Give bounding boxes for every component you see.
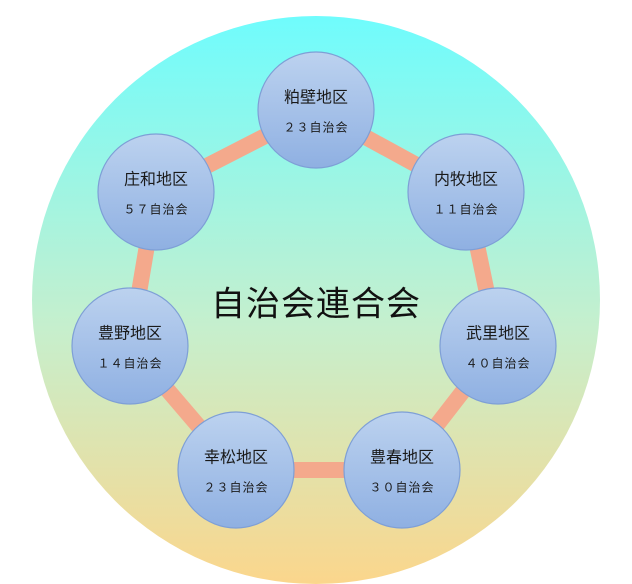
district-node: 豊春地区 ３０自治会 xyxy=(343,411,461,529)
district-name: 武里地区 xyxy=(466,324,530,343)
district-node: 幸松地区 ２３自治会 xyxy=(177,411,295,529)
district-node: 内牧地区 １１自治会 xyxy=(407,133,525,251)
district-name: 豊春地区 xyxy=(370,448,434,467)
district-circle xyxy=(177,411,295,529)
district-node: 庄和地区 ５７自治会 xyxy=(97,133,215,251)
district-count: ２３自治会 xyxy=(283,121,348,135)
district-name: 粕壁地区 xyxy=(284,88,348,107)
district-count: ５７自治会 xyxy=(123,203,188,217)
district-circle xyxy=(343,411,461,529)
district-count: １４自治会 xyxy=(97,357,162,371)
district-circle xyxy=(407,133,525,251)
district-node: 粕壁地区 ２３自治会 xyxy=(257,51,375,169)
district-node: 武里地区 ４０自治会 xyxy=(439,287,557,405)
district-name: 豊野地区 xyxy=(98,324,162,343)
district-circle xyxy=(71,287,189,405)
district-count: １１自治会 xyxy=(433,203,498,217)
center-title: 自治会連合会 xyxy=(211,285,421,325)
district-name: 庄和地区 xyxy=(124,170,188,189)
district-circle xyxy=(439,287,557,405)
district-circle xyxy=(97,133,215,251)
district-count: ３０自治会 xyxy=(369,481,434,495)
district-nodes: 粕壁地区２３自治会内牧地区１１自治会武里地区４０自治会豊春地区３０自治会幸松地区… xyxy=(71,51,557,529)
district-count: ２３自治会 xyxy=(203,481,268,495)
district-node: 豊野地区 １４自治会 xyxy=(71,287,189,405)
district-circle xyxy=(257,51,375,169)
district-count: ４０自治会 xyxy=(465,357,530,371)
district-name: 内牧地区 xyxy=(434,170,498,189)
district-name: 幸松地区 xyxy=(204,448,268,467)
